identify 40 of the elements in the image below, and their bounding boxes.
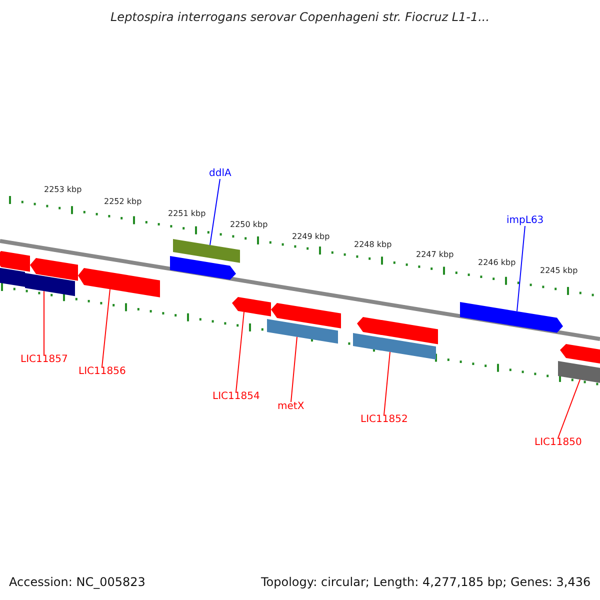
gene-bar (0, 267, 25, 287)
gene-bar (558, 361, 600, 384)
gene-label: LIC11856 (78, 367, 126, 377)
gene-bar (357, 317, 438, 344)
tick-label: 2252 kbp (104, 198, 142, 206)
tick-label: 2246 kbp (478, 259, 516, 267)
gene-bar (30, 258, 78, 281)
gene-bar (173, 239, 240, 263)
title: Leptospira interrogans serovar Copenhageni str. Fiocruz L1-1... (110, 11, 490, 23)
footer-text: Accession: NC_005823 (9, 576, 146, 588)
tick-label: 2249 kbp (292, 233, 330, 241)
leader-line (236, 312, 244, 392)
leader-line (210, 178, 220, 246)
gene-bar (78, 268, 160, 298)
gene-bar (232, 297, 271, 316)
leader-line (558, 379, 580, 438)
gene-bar (170, 256, 236, 280)
leader-line (516, 226, 526, 312)
gene-label: LIC11850 (534, 438, 582, 448)
gene-bar (560, 344, 600, 364)
tick-label: 2247 kbp (416, 251, 454, 259)
leader-line (290, 336, 298, 402)
gene-label: LIC11857 (20, 355, 68, 365)
leader-line (102, 288, 110, 368)
gene-bar (0, 251, 30, 272)
tick-label: 2251 kbp (168, 210, 206, 218)
tick-label: 2250 kbp (230, 221, 268, 229)
footer-text: Topology: circular; Length: 4,277,185 bp; Genes: 3,436 (261, 576, 591, 588)
gene-label: ddlA (209, 169, 232, 179)
tick-label: 2248 kbp (354, 241, 392, 249)
gene-bar (460, 302, 563, 333)
gene-label: LIC11852 (360, 415, 408, 425)
gene-bar (267, 319, 338, 344)
gene-label: LIC11854 (212, 392, 260, 402)
tick-label: 2253 kbp (44, 186, 82, 194)
tick-label: 2245 kbp (540, 267, 578, 275)
gene-label: metX (278, 402, 304, 412)
gene-label: impL63 (506, 216, 544, 226)
gene-bar (353, 333, 436, 360)
leader-line (384, 352, 390, 416)
